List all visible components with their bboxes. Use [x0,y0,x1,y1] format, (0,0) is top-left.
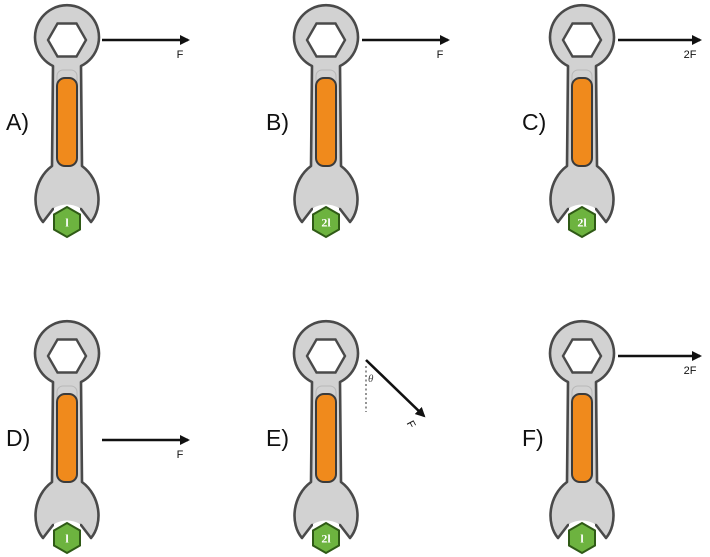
force-label: 2F [684,49,697,61]
orange-slot [315,393,337,483]
force-label: F [437,49,444,61]
orange-slot [56,393,78,483]
orange-slot [571,393,593,483]
panel-label: A) [6,109,29,135]
green-nut [312,521,340,555]
green-nut [53,521,81,555]
panel-label: B) [266,109,289,135]
wrench-panel-e: 2l E) θF [266,320,426,555]
hex-socket [561,22,603,58]
wrench-panel-f: l F) 2F [522,320,702,555]
green-nut [53,205,81,239]
hex-socket [305,22,347,58]
orange-slot [315,77,337,167]
hex-socket [305,338,347,374]
force-label: F [404,419,418,431]
hex-socket [46,22,88,58]
wrench-panel-d: l D) F [6,320,190,555]
panel-label: F) [522,425,544,451]
hex-socket [561,338,603,374]
hex-socket [46,338,88,374]
angle-label: θ [368,373,374,385]
wrench-panel-a: l A) F [6,4,190,239]
green-nut [312,205,340,239]
nut-length-label: 2l [577,216,587,230]
panel-label: E) [266,425,289,451]
green-nut [568,205,596,239]
force-arrow [365,359,426,418]
nut-length-label: l [65,532,69,546]
nut-length-label: 2l [321,216,331,230]
force-label: F [177,49,184,61]
wrench-panel-c: 2l C) 2F [522,4,702,239]
panel-label: C) [522,109,546,135]
nut-length-label: l [65,216,69,230]
nut-length-label: 2l [321,532,331,546]
nut-length-label: l [580,532,584,546]
orange-slot [56,77,78,167]
green-nut [568,521,596,555]
force-label: 2F [684,365,697,377]
orange-slot [571,77,593,167]
force-label: F [177,449,184,461]
wrench-panel-b: 2l B) F [266,4,450,239]
panel-label: D) [6,425,30,451]
